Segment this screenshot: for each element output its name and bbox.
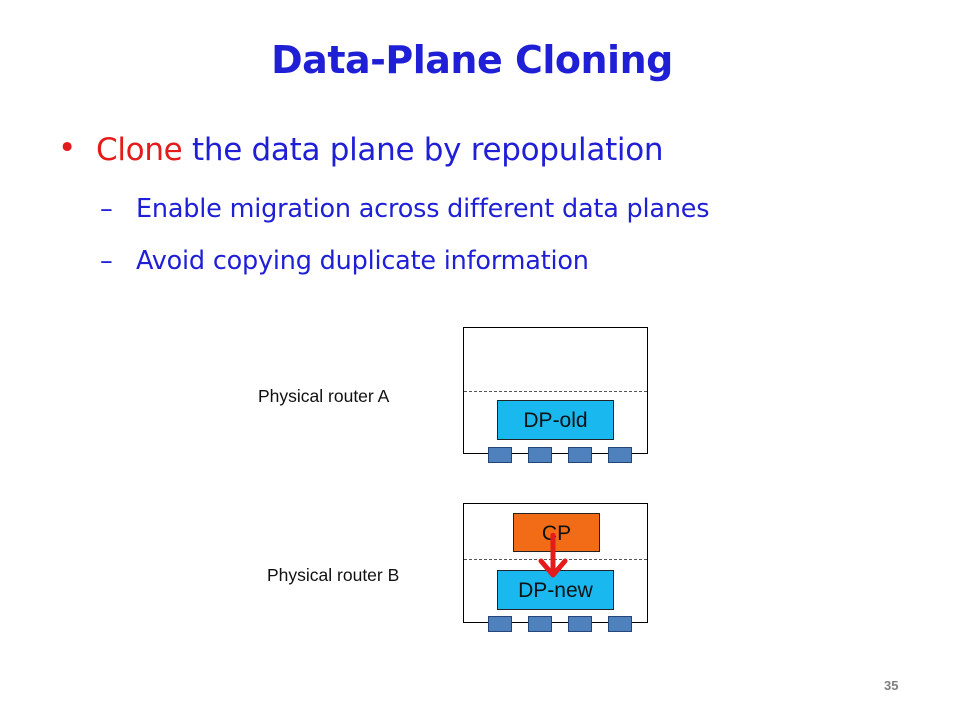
router-a-label: Physical router A [258, 386, 390, 406]
sub-bullet-dash: – [100, 194, 113, 224]
dp-new-box: DP-new [497, 570, 614, 610]
repopulate-arrow-icon [538, 533, 568, 578]
bullet-marker: • [58, 130, 76, 166]
bullet-highlight: Clone [96, 132, 183, 168]
router-a-port [528, 447, 552, 463]
router-b-label: Physical router B [267, 565, 400, 585]
router-b-port [568, 616, 592, 632]
router-a-port [488, 447, 512, 463]
dp-old-box: DP-old [497, 400, 614, 440]
sub-bullet-dash: – [100, 246, 113, 276]
router-a-port [568, 447, 592, 463]
sub-bullet-text: Enable migration across different data p… [136, 194, 710, 224]
page-number: 35 [884, 678, 899, 693]
sub-bullet-text: Avoid copying duplicate information [136, 246, 589, 276]
cp-box: CP [513, 513, 600, 552]
router-a-port [608, 447, 632, 463]
router-b-port [488, 616, 512, 632]
main-bullet-text: Clone the data plane by repopulation [96, 132, 664, 168]
router-a-divider [464, 391, 647, 392]
router-b-port [608, 616, 632, 632]
slide-title: Data-Plane Cloning [271, 38, 673, 82]
router-b-port [528, 616, 552, 632]
bullet-rest: the data plane by repopulation [182, 132, 664, 168]
